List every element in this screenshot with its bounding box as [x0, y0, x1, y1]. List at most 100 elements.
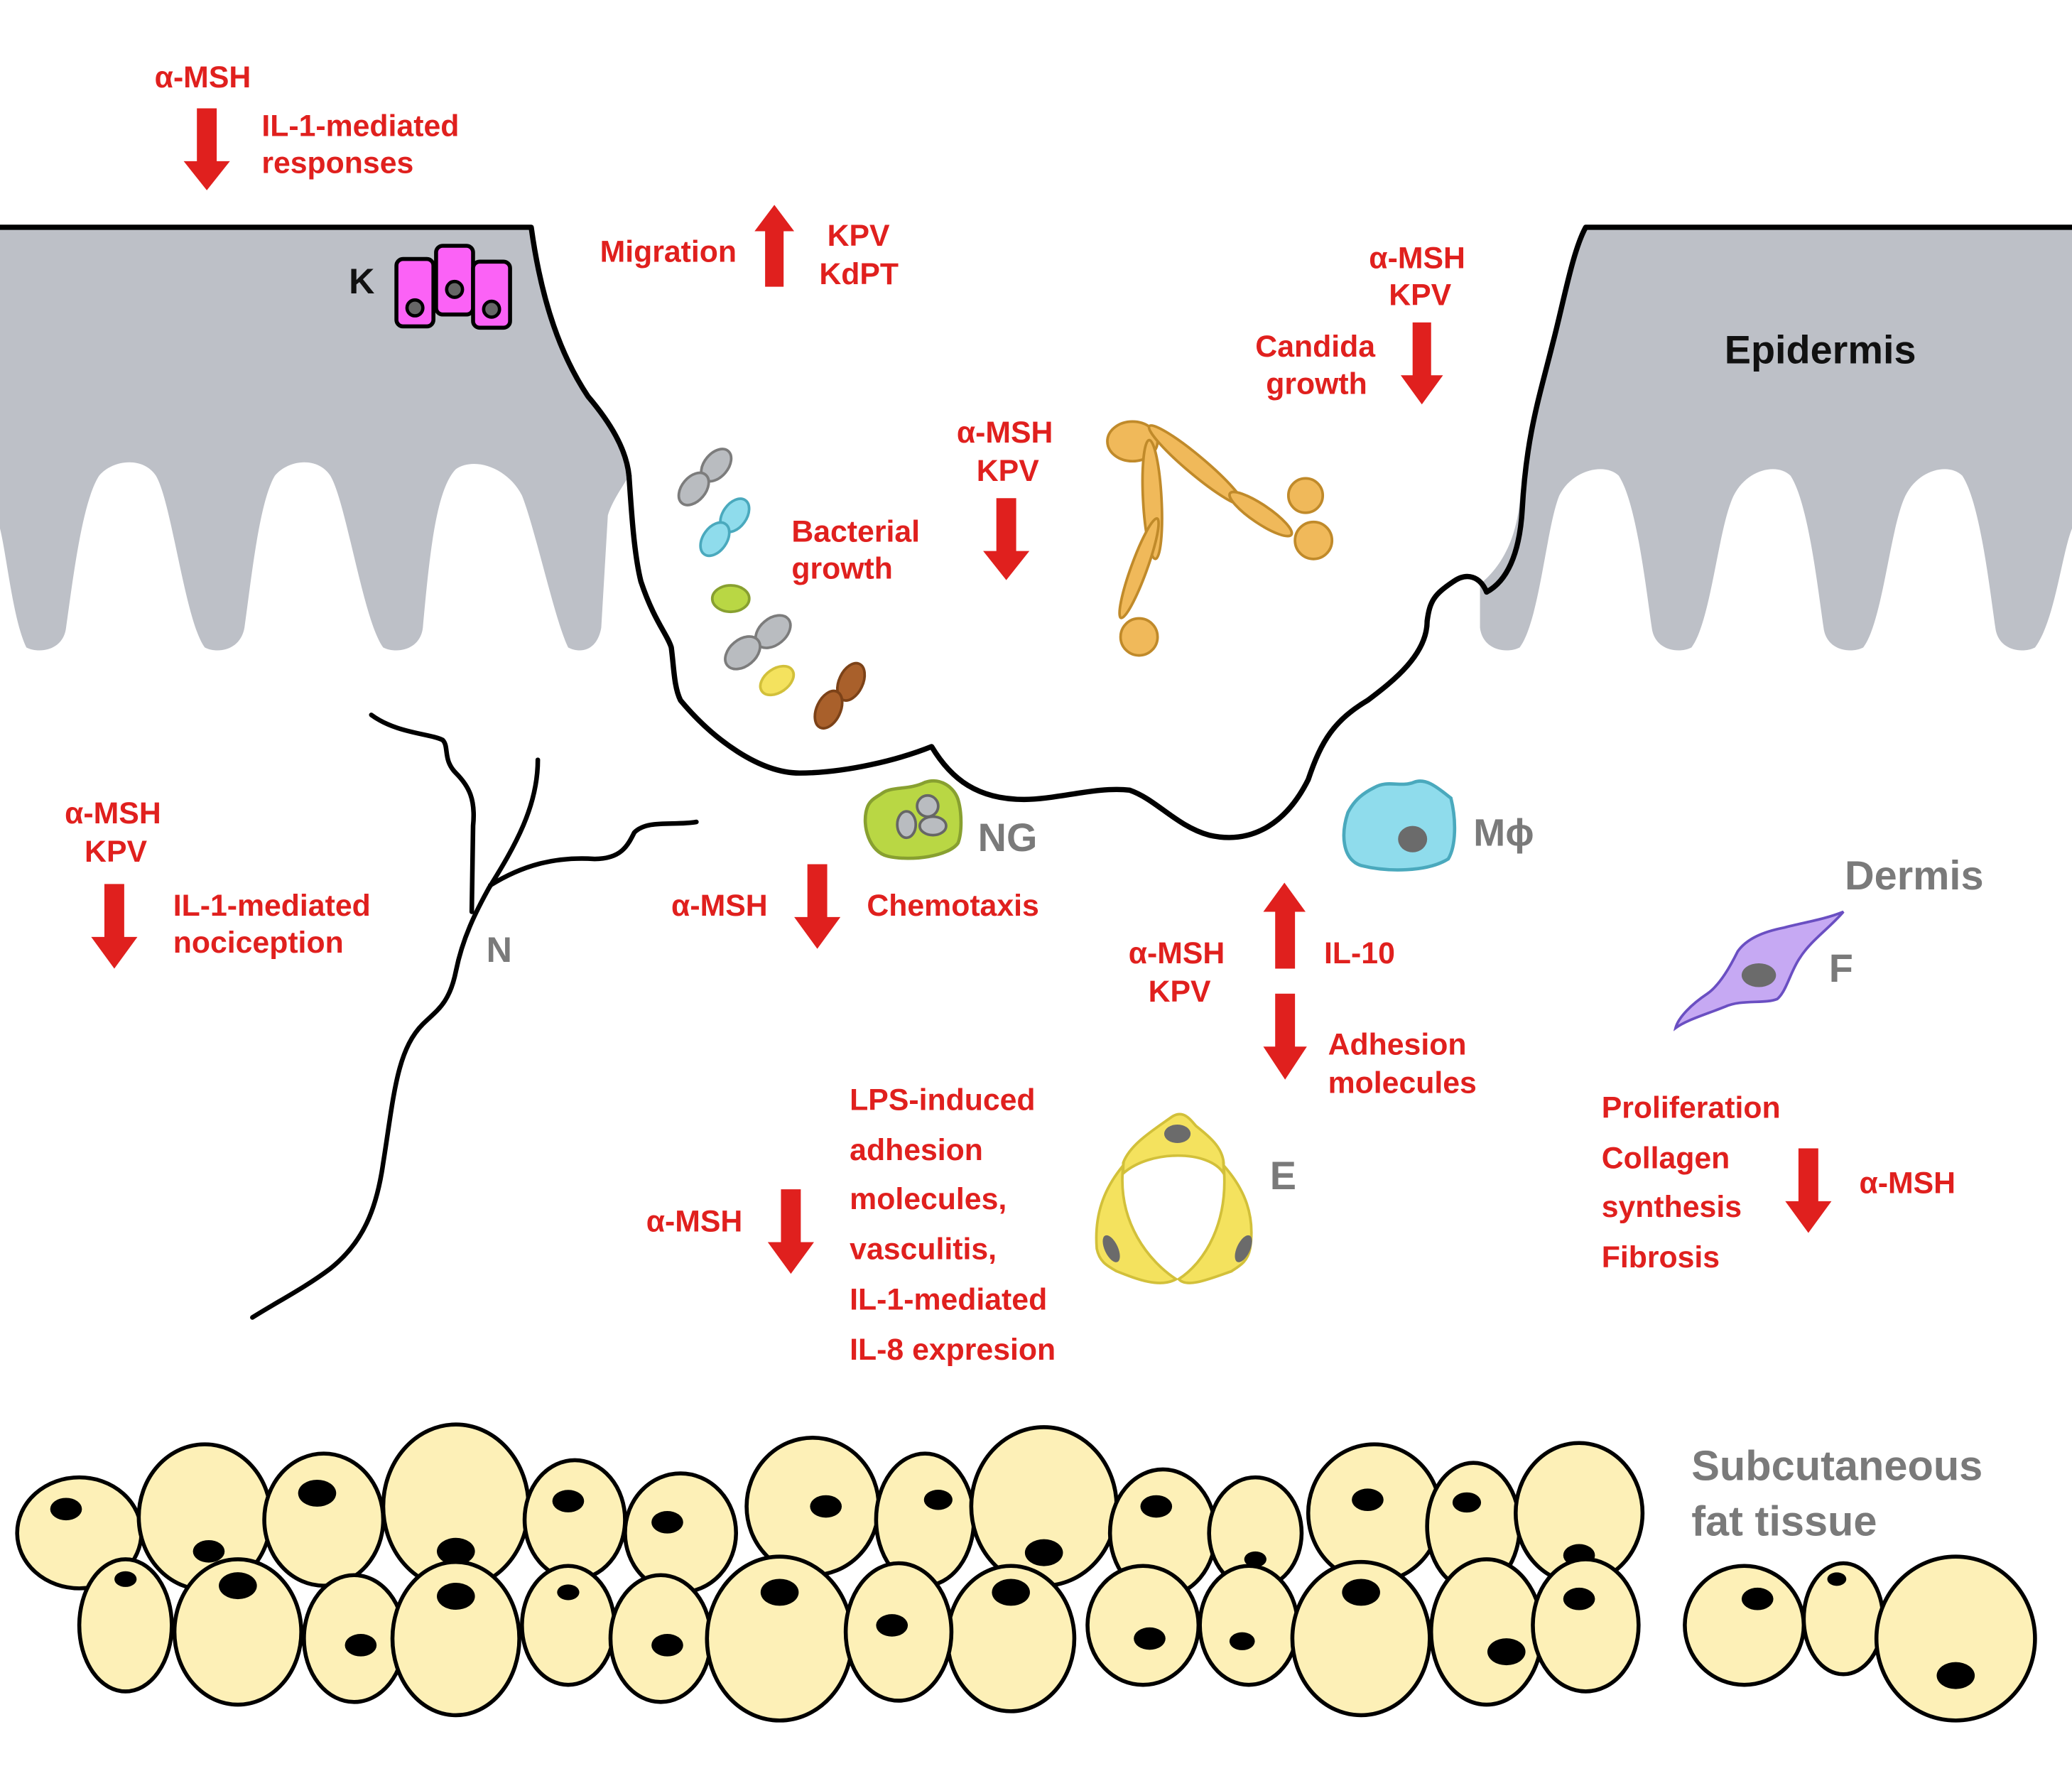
endothelial-cell: [1095, 1161, 1179, 1284]
nerve-label: N: [487, 930, 512, 970]
adipocyte-nucleus: [1563, 1587, 1595, 1610]
endothelial-cell: [1176, 1162, 1253, 1284]
adipocyte-cell: [520, 1564, 617, 1687]
nerve-fiber: [250, 713, 699, 1320]
adipocyte-cell: [1198, 1564, 1300, 1687]
endothelial-nucleus: [1164, 1124, 1191, 1144]
adipocyte-nucleus: [651, 1511, 683, 1534]
arrow-down-icon: [1400, 322, 1443, 405]
arrow-down-icon: [983, 498, 1030, 580]
keratinocyte-nucleus: [482, 299, 501, 319]
effect-label: responses: [261, 146, 413, 180]
adipocyte-nucleus: [192, 1539, 225, 1563]
endothelial-label: E: [1270, 1153, 1296, 1198]
effect-label: Chemotaxis: [867, 889, 1038, 923]
adipocyte-cell: [1085, 1564, 1201, 1687]
adipocyte-nucleus: [992, 1579, 1030, 1606]
adipocyte-cell: [522, 1458, 627, 1581]
bacterium: [677, 471, 710, 507]
candida-hypha: [1118, 516, 1160, 619]
fibroblast-nucleus: [1741, 963, 1777, 987]
agent-label: KPV: [85, 835, 147, 869]
adipocyte-nucleus: [1342, 1579, 1380, 1606]
effect-label: molecules,: [850, 1182, 1007, 1216]
adipocyte-nucleus: [219, 1572, 257, 1600]
adipocyte-nucleus: [50, 1498, 82, 1521]
agent-label: KdPT: [819, 257, 899, 291]
macrophage-cell: [1342, 779, 1457, 872]
epidermis-right-surface: [1484, 224, 2072, 595]
adipocyte-cell: [1531, 1557, 1641, 1694]
effect-label: molecules: [1328, 1066, 1477, 1100]
nerve-branch: [487, 757, 541, 891]
adipocyte-cell: [390, 1559, 521, 1718]
bacterium: [759, 664, 796, 697]
macrophage-body: [1342, 779, 1457, 872]
fibroblast-cell: [1673, 910, 1845, 1032]
adipocyte-nucleus: [1936, 1662, 1975, 1689]
epidermis-right-fill: [1480, 227, 2072, 651]
effect-label: nociception: [173, 926, 344, 960]
effect-label: Migration: [600, 234, 737, 269]
adipocyte-nucleus: [1140, 1495, 1173, 1518]
epidermis-left-fill: [0, 227, 629, 651]
adipocyte-cell: [1683, 1564, 1806, 1687]
epidermis-label: Epidermis: [1725, 327, 1916, 372]
effect-label: IL-8 expresion: [850, 1333, 1056, 1367]
arrow-down-icon: [1785, 1148, 1832, 1233]
neutrophil-granule: [916, 794, 940, 818]
adipocyte-nucleus: [651, 1634, 683, 1657]
adipocyte-nucleus: [923, 1490, 953, 1510]
adipocyte-nucleus: [1229, 1632, 1255, 1650]
agent-label: KPV: [977, 454, 1039, 488]
adipocyte-nucleus: [557, 1584, 580, 1601]
adipocyte-nucleus: [437, 1537, 475, 1565]
adipocyte-cell: [172, 1557, 303, 1707]
effect-label: growth: [1266, 367, 1367, 401]
agent-label: α-MSH: [671, 889, 768, 923]
adipocyte-cell: [1428, 1557, 1544, 1707]
neutrophil-granule: [896, 810, 918, 840]
keratinocyte-nucleus: [445, 279, 465, 299]
effect-label: growth: [791, 552, 893, 586]
arrow-up-icon: [754, 205, 795, 287]
epidermis-left: [0, 224, 632, 651]
effect-label: Candida: [1255, 330, 1376, 364]
adipocyte-nucleus: [1741, 1587, 1774, 1610]
effect-label: Bacterial: [791, 515, 920, 549]
fibroblast-label: F: [1829, 946, 1853, 990]
adipocyte-nucleus: [810, 1495, 842, 1518]
bacteria-group: [677, 448, 867, 730]
effect-label: synthesis: [1602, 1190, 1742, 1224]
epidermis-left-surface: [0, 224, 632, 479]
adipocyte-cell: [623, 1471, 738, 1595]
endothelial-vessel: [1095, 1112, 1253, 1284]
adipocyte-nucleus: [876, 1614, 908, 1637]
agent-label: α-MSH: [65, 796, 161, 830]
effect-label: Proliferation: [1602, 1091, 1781, 1125]
effect-label: Fibrosis: [1602, 1240, 1720, 1274]
adipocyte-nucleus: [1134, 1627, 1166, 1650]
agent-label: KPV: [828, 219, 890, 253]
adipocyte-nucleus: [1244, 1551, 1266, 1568]
agent-label: KPV: [1389, 278, 1451, 313]
bacterium: [813, 689, 844, 730]
effect-label: Adhesion: [1328, 1027, 1467, 1061]
adipocyte-nucleus: [345, 1634, 377, 1657]
arrow-down-icon: [91, 884, 138, 969]
subcutaneous-label: Subcutaneous: [1691, 1441, 1982, 1489]
nerve-branch: [369, 713, 476, 914]
bacterium: [699, 521, 731, 558]
macrophage-nucleus: [1398, 825, 1428, 852]
agent-label: α-MSH: [646, 1205, 743, 1239]
adipocyte-nucleus: [1827, 1572, 1847, 1586]
agent-label: α-MSH: [1369, 242, 1465, 276]
effect-label: LPS-induced: [850, 1083, 1035, 1117]
effect-label: IL-1-mediated: [850, 1282, 1047, 1316]
effect-label: Collagen: [1602, 1141, 1730, 1175]
arrow-down-icon: [183, 108, 230, 190]
nerve-trunk: [250, 885, 492, 1320]
adipocyte-nucleus: [1024, 1539, 1063, 1566]
arrow-down-icon: [1263, 993, 1307, 1080]
